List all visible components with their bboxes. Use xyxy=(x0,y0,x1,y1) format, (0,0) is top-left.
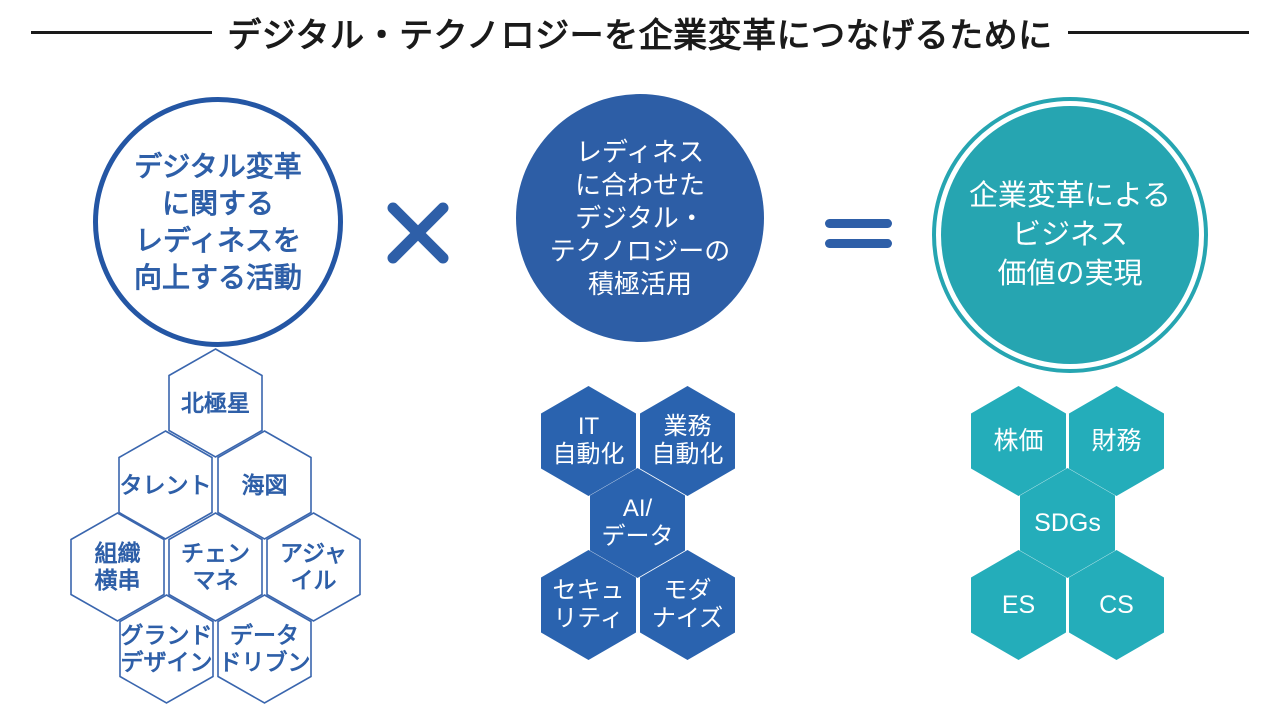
readiness-circle-line: 向上する活動 xyxy=(133,262,302,293)
hex-talent: タレント xyxy=(118,430,213,540)
technology-circle-line: に合わせた xyxy=(574,169,705,200)
hex-cs: CS xyxy=(1069,550,1164,660)
title-row: デジタル・テクノロジーを企業変革につなげるために xyxy=(0,10,1280,55)
technology-circle-line: テクノロジーの xyxy=(549,235,731,266)
hex-sea-chart: 海図 xyxy=(217,430,312,540)
hex-es: ES xyxy=(971,550,1066,660)
hex-security: セキュリティ xyxy=(541,550,636,660)
hex-north-star: 北極星 xyxy=(168,348,263,458)
readiness-circle: デジタル変革 に関する レディネスを 向上する活動 xyxy=(93,97,343,347)
value-circle-line: 価値の実現 xyxy=(997,257,1143,290)
technology-circle: レディネス に合わせた デジタル・ テクノロジーの 積極活用 xyxy=(516,94,764,342)
technology-circle-line: 積極活用 xyxy=(587,268,692,299)
technology-circle-line: レディネス xyxy=(575,136,705,167)
hex-ai-data: AI/データ xyxy=(590,468,685,578)
value-circle-line: ビジネス xyxy=(1011,218,1128,251)
hex-modernize: モダナイズ xyxy=(640,550,735,660)
equals-icon xyxy=(825,219,892,248)
readiness-circle-line: に関する xyxy=(161,188,274,219)
title-left-rule xyxy=(31,30,213,34)
page-title: デジタル・テクノロジーを企業変革につなげるために xyxy=(227,16,1053,55)
multiply-icon xyxy=(387,202,449,264)
hex-change-mgmt: チェンマネ xyxy=(168,512,263,622)
readiness-circle-line: デジタル変革 xyxy=(134,151,302,182)
hex-agile: アジャイル xyxy=(266,512,361,622)
technology-circle-line: デジタル・ xyxy=(575,202,705,233)
title-right-rule xyxy=(1067,30,1249,34)
value-circle-inner: 企業変革による ビジネス 価値の実現 xyxy=(941,106,1199,364)
hex-finance: 財務 xyxy=(1069,386,1164,496)
hex-business-automation: 業務自動化 xyxy=(640,386,735,496)
hex-org-crosscut: 組織横串 xyxy=(70,512,165,622)
value-circle-line: 企業変革による xyxy=(968,179,1172,212)
value-circle: 企業変革による ビジネス 価値の実現 xyxy=(932,97,1208,373)
hex-data-driven: データドリブン xyxy=(217,594,312,704)
hex-sdgs: SDGs xyxy=(1020,468,1115,578)
hex-grand-design: グランドデザイン xyxy=(119,594,214,704)
hex-stock-price: 株価 xyxy=(971,386,1066,496)
readiness-circle-line: レディネスを xyxy=(134,225,302,256)
